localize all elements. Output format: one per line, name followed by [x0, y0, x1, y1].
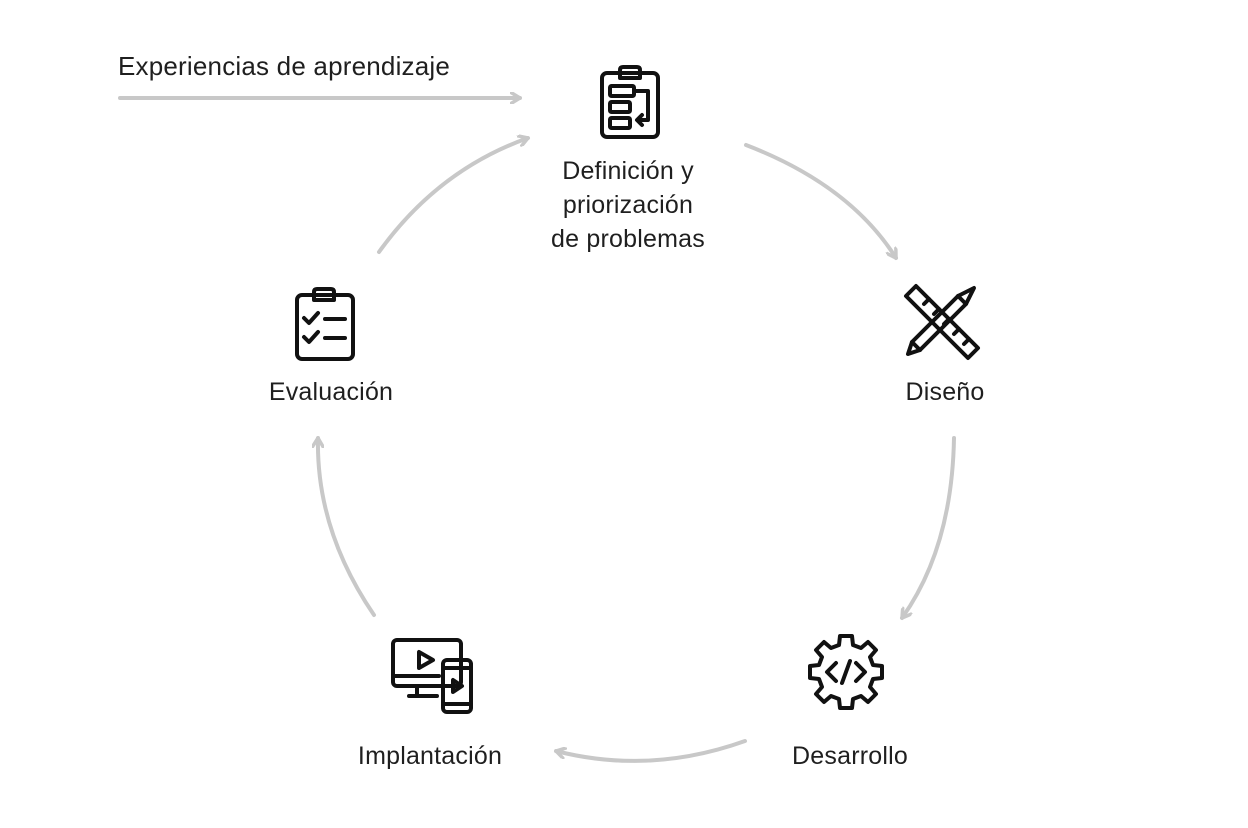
stage-label-line: de problemas [551, 225, 705, 253]
stage-label-line: Evaluación [268, 378, 394, 406]
stage-label-line: priorización [562, 191, 694, 219]
devices-video-icon [389, 636, 475, 716]
intro-label: Experiencias de aprendizaje [118, 51, 451, 81]
stage-label-desarrollo: Desarrollo [775, 739, 925, 773]
arrow-diseno-to-desarrollo [900, 436, 956, 620]
stage-label-line: Implantación [357, 742, 503, 770]
arrow-evaluacion-to-definicion [377, 138, 530, 254]
clipboard-flow-icon [598, 64, 664, 140]
stage-label-diseno: Diseño [895, 375, 995, 409]
stage-label-definicion: Definición y priorización de problemas [528, 154, 728, 256]
arrow-definicion-to-diseno [744, 143, 898, 260]
arrow-implantacion-to-evaluacion [318, 436, 376, 617]
pencil-ruler-icon [902, 282, 982, 362]
code-gear-icon [806, 632, 886, 712]
stage-label-line: Diseño [905, 378, 985, 406]
stage-label-implantacion: Implantación [340, 739, 520, 773]
checklist-clipboard-icon [293, 286, 357, 362]
stage-label-line: Definición y [562, 157, 694, 185]
arrow-desarrollo-to-implantacion [554, 739, 747, 763]
stage-label-evaluacion: Evaluación [251, 375, 411, 409]
stage-label-line: Desarrollo [792, 742, 908, 770]
